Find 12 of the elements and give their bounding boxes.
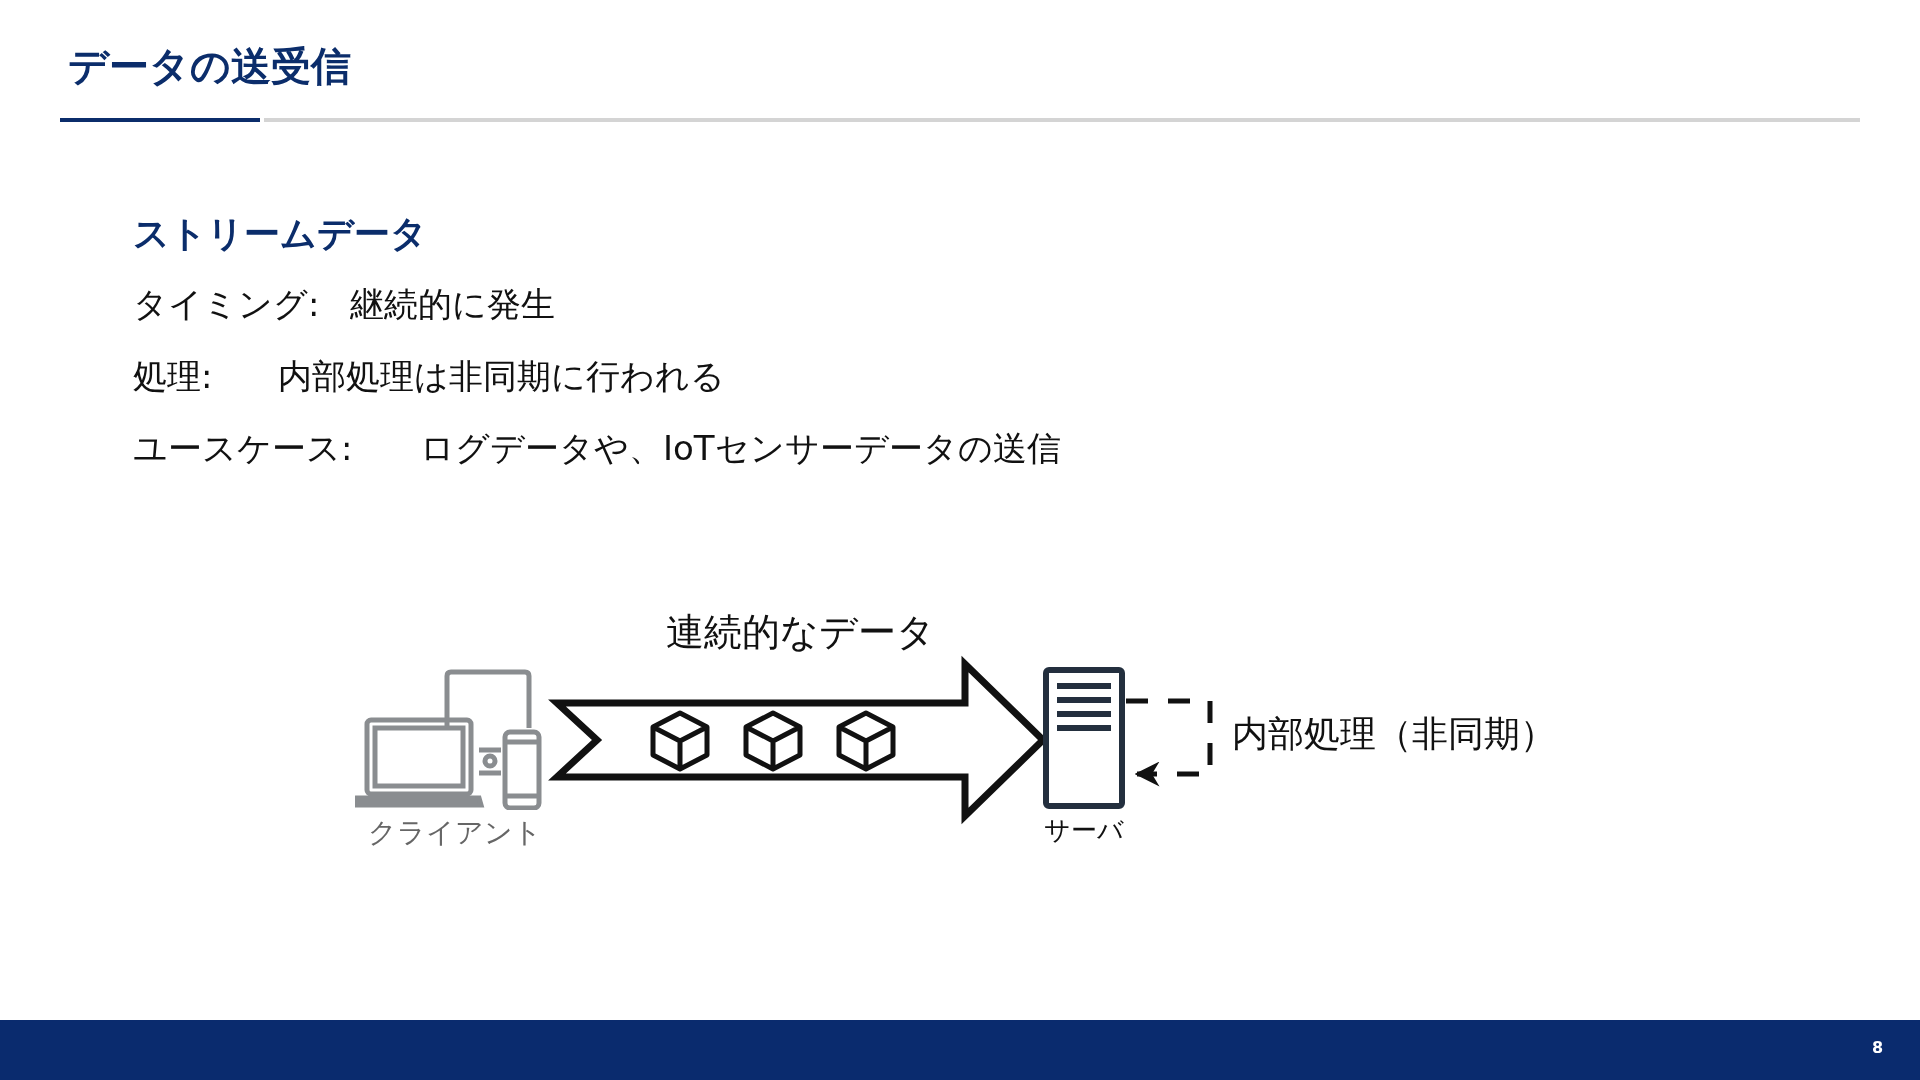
row-label: 処理: — [133, 356, 213, 397]
slide-title: データの送受信 — [68, 42, 351, 90]
page-number: 8 — [1872, 1038, 1884, 1058]
row-value: 継続的に発生 — [350, 284, 555, 325]
row-value: ログデータや、IoTセンサーデータの送信 — [420, 428, 1061, 469]
loop-arrow — [1126, 698, 1213, 787]
row-label: タイミング: — [133, 284, 320, 325]
node-label: サーバ — [1043, 814, 1125, 847]
node-label: クライアント — [367, 815, 543, 851]
row-label: ユースケース: — [133, 428, 353, 469]
row-value: 内部処理は非同期に行われる — [278, 356, 725, 397]
section-heading: ストリームデータ — [133, 212, 427, 256]
